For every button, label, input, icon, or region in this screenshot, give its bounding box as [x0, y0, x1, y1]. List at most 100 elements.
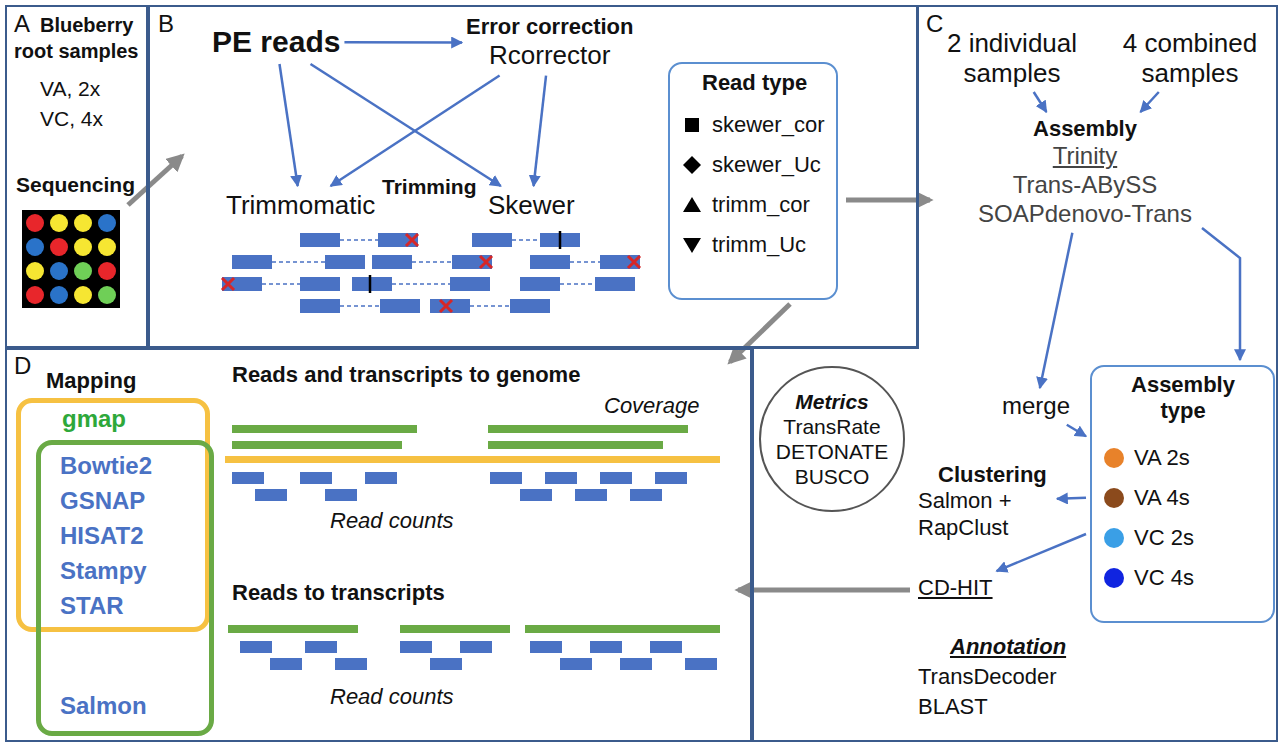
read-block: [372, 255, 412, 269]
read-block: [620, 658, 652, 670]
read-block: [575, 489, 607, 501]
tool-label: HISAT2: [60, 522, 144, 551]
node-text: Skewer: [488, 190, 575, 221]
genome-mapping-sketch: [225, 425, 720, 670]
clustering-label: ClusteringSalmon + RapClust: [918, 462, 1053, 541]
legend-swatch: [680, 112, 704, 138]
node-text: Blueberry root samples: [14, 12, 146, 64]
tool-label: CD-HIT: [918, 575, 993, 601]
read-block: [600, 472, 632, 484]
insert-line: [392, 283, 450, 285]
section-heading: Reads to transcripts: [232, 580, 445, 606]
insert-line: [272, 261, 325, 263]
trim-mark: [222, 278, 234, 290]
node-text: Read type: [702, 70, 807, 96]
read-block: [545, 472, 577, 484]
node-text: Salmon: [60, 692, 147, 721]
legend-swatch: [1102, 445, 1126, 471]
sequencing-dot: [98, 286, 116, 304]
read-block: [325, 489, 357, 501]
tool-label: GSNAP: [60, 487, 145, 516]
legend-text: trimm_Uc: [712, 232, 806, 258]
read-block: [595, 277, 635, 291]
sequencing-dot: [98, 214, 116, 232]
read-block: [270, 658, 302, 670]
sequencing-dot: [50, 286, 68, 304]
read-block: [600, 255, 640, 269]
connector-arrow: [331, 76, 500, 186]
axis-note: Read counts: [330, 508, 454, 534]
sequencing-dot: [26, 262, 44, 280]
color-dot: [1104, 568, 1124, 588]
process-label: PE reads: [212, 24, 340, 60]
connector-arrow: [311, 64, 501, 186]
connector-arrow: [738, 588, 910, 593]
trim-mark: [480, 256, 492, 268]
read-block: [520, 277, 560, 291]
connector-arrow: [1034, 92, 1047, 112]
legend-text: VA 2s: [1134, 445, 1190, 471]
trim-mark: [628, 256, 640, 268]
insert-line: [470, 305, 510, 307]
sequencing-dot: [98, 238, 116, 256]
node-text: Metrics: [795, 389, 869, 414]
node-text: VA, 2x: [40, 76, 100, 101]
read-block: [365, 472, 397, 484]
legend-text: skewer_cor: [712, 112, 824, 138]
legend-box: Read type: [668, 62, 838, 300]
node-text: D: [14, 352, 31, 381]
color-dot: [1104, 488, 1124, 508]
read-block: [510, 299, 550, 313]
paired-reads-sketch: [222, 231, 640, 313]
read-block: [490, 472, 522, 484]
node-text: Mapping: [46, 368, 136, 394]
node-text: Clustering: [918, 462, 1053, 488]
node-text: gmap: [62, 405, 126, 434]
trim-mark: [406, 234, 418, 246]
sequencing-dot: [26, 286, 44, 304]
insert-line: [262, 283, 300, 285]
transcript-bar: [228, 625, 358, 633]
read-block: [300, 299, 340, 313]
connector-arrow: [128, 156, 182, 205]
tool-label: Stampy: [60, 557, 147, 586]
tool-label: Trimmomatic: [226, 190, 375, 221]
node-text: B: [158, 10, 174, 39]
legend-swatch: [1102, 525, 1126, 551]
cut-mark: [559, 231, 562, 249]
tool-group-box: Salmon: [36, 440, 214, 736]
read-block: [630, 489, 662, 501]
connector-arrow: [344, 41, 462, 44]
transcript-bar: [232, 425, 417, 433]
connector-arrow: [279, 64, 297, 186]
panel: ABlueberry root samplesVA, 2xVC, 4xSeque…: [5, 5, 148, 348]
read-block: [430, 658, 462, 670]
sequencing-dot: [50, 214, 68, 232]
node-text: Rcorrector: [466, 40, 634, 71]
read-block: [452, 255, 492, 269]
metrics-circle: MetricsTransRate DETONATE BUSCO: [758, 365, 906, 513]
node-text: Trimmomatic: [226, 190, 375, 221]
insert-line: [512, 239, 540, 241]
read-block: [472, 233, 512, 247]
legend-text: VC 2s: [1134, 525, 1194, 551]
axis-note: Read counts: [330, 684, 454, 710]
node-text: Salmon + RapClust: [918, 488, 1053, 541]
node-text: VC, 4x: [40, 106, 103, 131]
node-text: Assembly: [972, 116, 1198, 142]
connector-arrow: [1040, 233, 1072, 388]
read-block: [450, 277, 490, 291]
legend-swatch: [1102, 485, 1126, 511]
connector-arrow: [534, 76, 546, 186]
circle-outline: [758, 365, 906, 513]
node-text: Trinity: [972, 142, 1198, 171]
read-block: [530, 641, 562, 653]
read-block: [590, 641, 622, 653]
insert-line: [570, 261, 600, 263]
sub-panel-note: Trimming: [380, 174, 479, 199]
transcript-bar: [488, 425, 688, 433]
assembler-list: AssemblyTrinityTrans-ABySSSOAPdenovo-Tra…: [972, 116, 1198, 229]
connector-arrow: [730, 304, 790, 362]
